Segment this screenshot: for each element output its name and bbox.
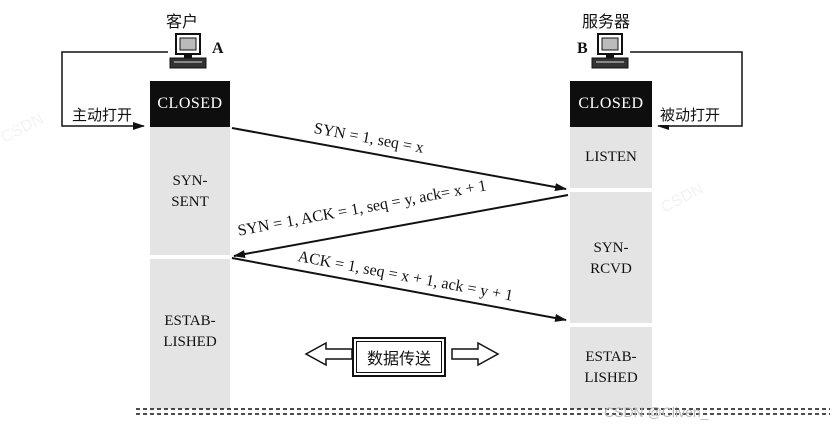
computer-icon [168,32,208,79]
computer-icon [590,32,630,79]
server-closed-state: CLOSED [570,81,652,127]
data-transfer-label: 数据传送 [356,341,443,373]
client-active-open-label: 主动打开 [72,104,133,125]
client-title: 客户 [166,12,199,31]
csdn-watermark: CSDN @Cliven_ [604,404,709,420]
data-transfer-box: 数据传送 [352,337,447,377]
right-arrow-icon [451,341,500,367]
left-arrow-icon [304,341,353,367]
syn-ack-arrow [233,194,569,258]
server-open-loop-arrow [630,51,743,130]
ack-arrow [231,257,567,322]
syn-arrow [231,127,567,191]
server-letter: B [577,40,588,57]
client-letter: A [212,40,224,57]
client-syn-sent-state: SYN- SENT [171,173,209,210]
server-title: 服务器 [582,12,631,31]
server-syn-rcvd-state: SYN- RCVD [590,240,632,277]
client-closed-state: CLOSED [150,81,230,127]
client-established-state: ESTAB- LISHED [163,313,217,350]
client-state-column [150,127,230,409]
server-state-column [570,127,652,409]
server-listen-state: LISTEN [585,149,637,165]
server-passive-open-label: 被动打开 [660,104,721,125]
client-open-loop-arrow [61,51,168,130]
server-established-state: ESTAB- LISHED [584,349,638,386]
